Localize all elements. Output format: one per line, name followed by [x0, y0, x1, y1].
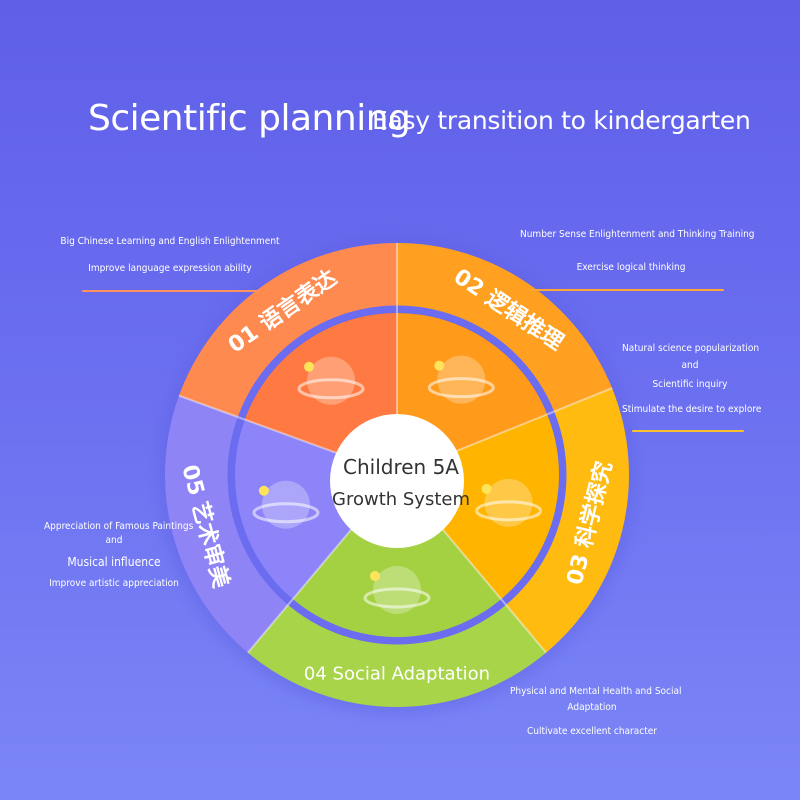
annotation-line: and	[105, 534, 123, 546]
annotation-line: Cultivate excellent character	[527, 726, 657, 737]
annotation-line: Musical influence	[67, 555, 161, 569]
page-title: Scientific planning	[88, 98, 411, 139]
binoculars-icon	[475, 478, 543, 527]
annotation-art: Appreciation of Famous Paintings and Mus…	[44, 521, 194, 591]
segment-label-4: 04 Social Adaptation	[304, 664, 490, 685]
annotation-line: Improve language expression ability	[88, 262, 252, 274]
annotation-line: Scientific inquiry	[652, 379, 728, 390]
annotation-underline-science	[632, 430, 744, 432]
outer-segment-4	[247, 602, 547, 707]
outer-segment-2	[397, 243, 613, 413]
alphabet-ab-icon	[297, 356, 365, 405]
annotation-social: Physical and Mental Health and Social Ad…	[510, 686, 682, 739]
annotation-science: Natural science popularization and Scien…	[622, 343, 762, 416]
annotation-line: and	[681, 359, 699, 371]
annotation-line: Number Sense Enlightenment and Thinking …	[520, 229, 755, 240]
annotation-line: Physical and Mental Health and Social	[510, 686, 682, 697]
annotation-underline-language	[82, 290, 260, 292]
annotation-line: Appreciation of Famous Paintings	[44, 521, 194, 532]
inner-segment-4	[292, 475, 502, 637]
globe-lightning-icon	[427, 355, 495, 404]
outer-segment-1	[178, 243, 397, 419]
annotation-line: Natural science popularization	[622, 343, 760, 354]
paint-palette-icon	[252, 480, 320, 529]
center-subtitle: Growth System	[332, 489, 470, 510]
annotation-line: Stimulate the desire to explore	[622, 403, 762, 415]
plant-sprout-icon	[363, 566, 431, 614]
annotation-line: Adaptation	[567, 701, 617, 713]
annotation-line: Big Chinese Learning and English Enlight…	[60, 236, 280, 247]
annotation-line: Improve artistic appreciation	[49, 578, 179, 589]
annotation-language: Big Chinese Learning and English Enlight…	[60, 236, 280, 275]
separator-ring	[227, 305, 567, 645]
center-title: Children 5A	[343, 455, 459, 479]
outer-segment-5	[164, 395, 291, 653]
annotation-line: Exercise logical thinking	[576, 261, 686, 273]
annotation-underline-logic	[530, 289, 724, 291]
page-subtitle: Easy transition to kindergarten	[372, 106, 751, 135]
center-circle	[330, 414, 464, 548]
outer-segment-3	[503, 388, 629, 653]
annotation-logic: Number Sense Enlightenment and Thinking …	[520, 229, 755, 274]
